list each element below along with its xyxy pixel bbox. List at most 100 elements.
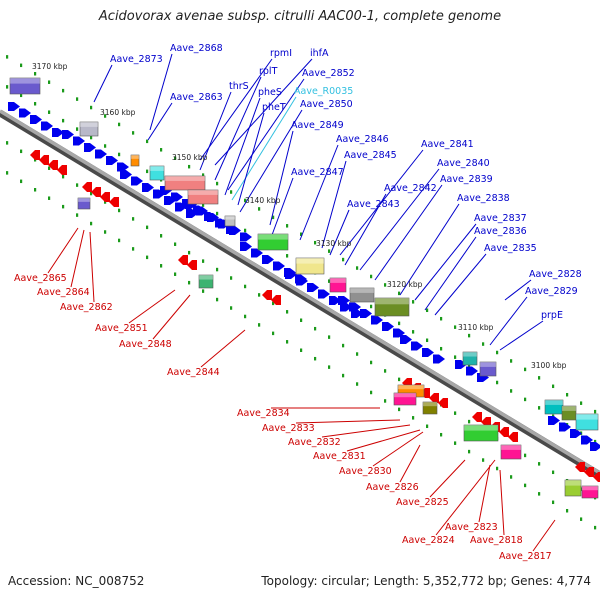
kbp-tick-label: 3160 kbp (100, 108, 136, 117)
tick-dot (314, 326, 317, 331)
forward-label-leader (374, 184, 443, 281)
forward-gene-arrow (251, 248, 263, 258)
reverse-label-leader (478, 464, 491, 523)
gene-block-shine (296, 258, 324, 264)
kbp-tick-label: 3140 kbp (245, 196, 281, 205)
gene-block-shine (398, 385, 424, 390)
forward-gene-arrow (73, 136, 85, 146)
tick-dot (216, 267, 219, 272)
tick-dot (258, 293, 261, 297)
gene-block-shine (501, 445, 521, 450)
gene-block (224, 215, 236, 227)
gene-block-shine (375, 298, 409, 305)
forward-gene-arrow (84, 143, 96, 152)
forward-gene-arrow (117, 162, 129, 172)
reverse-gene-arrow (481, 417, 491, 427)
forward-label-leader (224, 97, 261, 196)
gene-block-shine (225, 216, 235, 220)
tick-dot (454, 325, 457, 329)
tick-dot (496, 350, 499, 355)
tick-dot (6, 55, 9, 59)
tick-dot (90, 105, 93, 110)
tick-dot (552, 470, 555, 475)
forward-gene-label: rplT (259, 66, 278, 77)
tick-dot (286, 340, 289, 344)
reverse-gene-arrow (109, 197, 119, 207)
tick-dot (510, 475, 513, 479)
tick-dot (160, 264, 163, 268)
reverse-gene-arrow (429, 393, 439, 403)
tick-dot (216, 181, 219, 186)
tick-dot (118, 208, 121, 213)
gene-block-shine (480, 362, 496, 367)
reverse-gene-arrow (438, 398, 448, 408)
tick-dot (356, 382, 359, 386)
forward-gene-arrow (95, 149, 107, 159)
tick-dot (454, 441, 457, 445)
gene-block-shine (78, 198, 90, 202)
gene-block-shine (10, 78, 40, 84)
tick-dot (454, 411, 457, 415)
forward-label-leader (239, 109, 303, 213)
forward-gene-label: Aave_2863 (170, 92, 223, 103)
tick-dot (160, 234, 163, 238)
tick-dot (132, 131, 135, 135)
tick-dot (538, 406, 541, 410)
tick-dot (426, 424, 429, 429)
tick-dot (412, 330, 415, 334)
reverse-gene-label: Aave_2830 (339, 466, 392, 477)
tick-dot (202, 289, 205, 293)
gene-block (462, 351, 478, 366)
tick-dot (286, 310, 289, 314)
forward-gene-arrow (30, 115, 42, 124)
tick-dot (370, 390, 373, 395)
backbone-line (0, 109, 600, 475)
tick-dot (566, 392, 569, 397)
forward-gene-label: Aave_2836 (474, 226, 527, 237)
forward-gene-label: rpmI (270, 48, 292, 59)
reverse-gene-label: Aave_2848 (119, 339, 172, 350)
gene-block (130, 154, 140, 167)
forward-gene-arrow (382, 322, 394, 331)
tick-dot (104, 114, 107, 118)
gene-block (257, 233, 289, 251)
forward-gene-arrow (240, 232, 252, 242)
kbp-tick-label: 3120 kbp (387, 280, 423, 289)
tick-dot (468, 449, 471, 454)
forward-gene-arrow (106, 156, 118, 165)
tick-dot (398, 321, 401, 326)
reverse-gene-arrow (593, 472, 600, 482)
tick-dot (454, 355, 457, 359)
forward-label-leader (329, 209, 350, 256)
reverse-label-leader (295, 419, 401, 424)
tick-dot (146, 225, 149, 230)
forward-gene-label: Aave_2840 (437, 158, 490, 169)
kbp-tick-label: 3150 kbp (172, 153, 208, 162)
kbp-tick-label: 3110 kbp (458, 323, 494, 332)
tick-dot (230, 306, 233, 310)
gene-block (187, 189, 219, 205)
reverse-gene-arrow (262, 290, 272, 300)
tick-dot (300, 318, 303, 322)
tick-dot (160, 148, 163, 152)
forward-gene-label: Aave_2838 (457, 193, 510, 204)
forward-gene-arrow (318, 289, 330, 299)
tick-dot (594, 439, 597, 444)
reverse-label-leader (372, 431, 424, 467)
forward-gene-arrow (131, 176, 143, 186)
tick-dot (132, 217, 135, 221)
tick-dot (524, 367, 527, 372)
tick-dot (328, 249, 331, 253)
tick-dot (90, 221, 93, 226)
tick-dot (384, 369, 387, 373)
gene-block-shine (258, 234, 288, 240)
reverse-gene-arrow (82, 182, 92, 192)
tick-dot (440, 316, 443, 321)
map-title: Acidovorax avenae subsp. citrulli AAC00-… (98, 9, 502, 24)
tick-dot (174, 156, 177, 160)
tick-dot (594, 409, 597, 414)
tick-dot (76, 183, 79, 187)
forward-label-leader (237, 112, 265, 206)
forward-gene-label: prpE (541, 310, 563, 321)
